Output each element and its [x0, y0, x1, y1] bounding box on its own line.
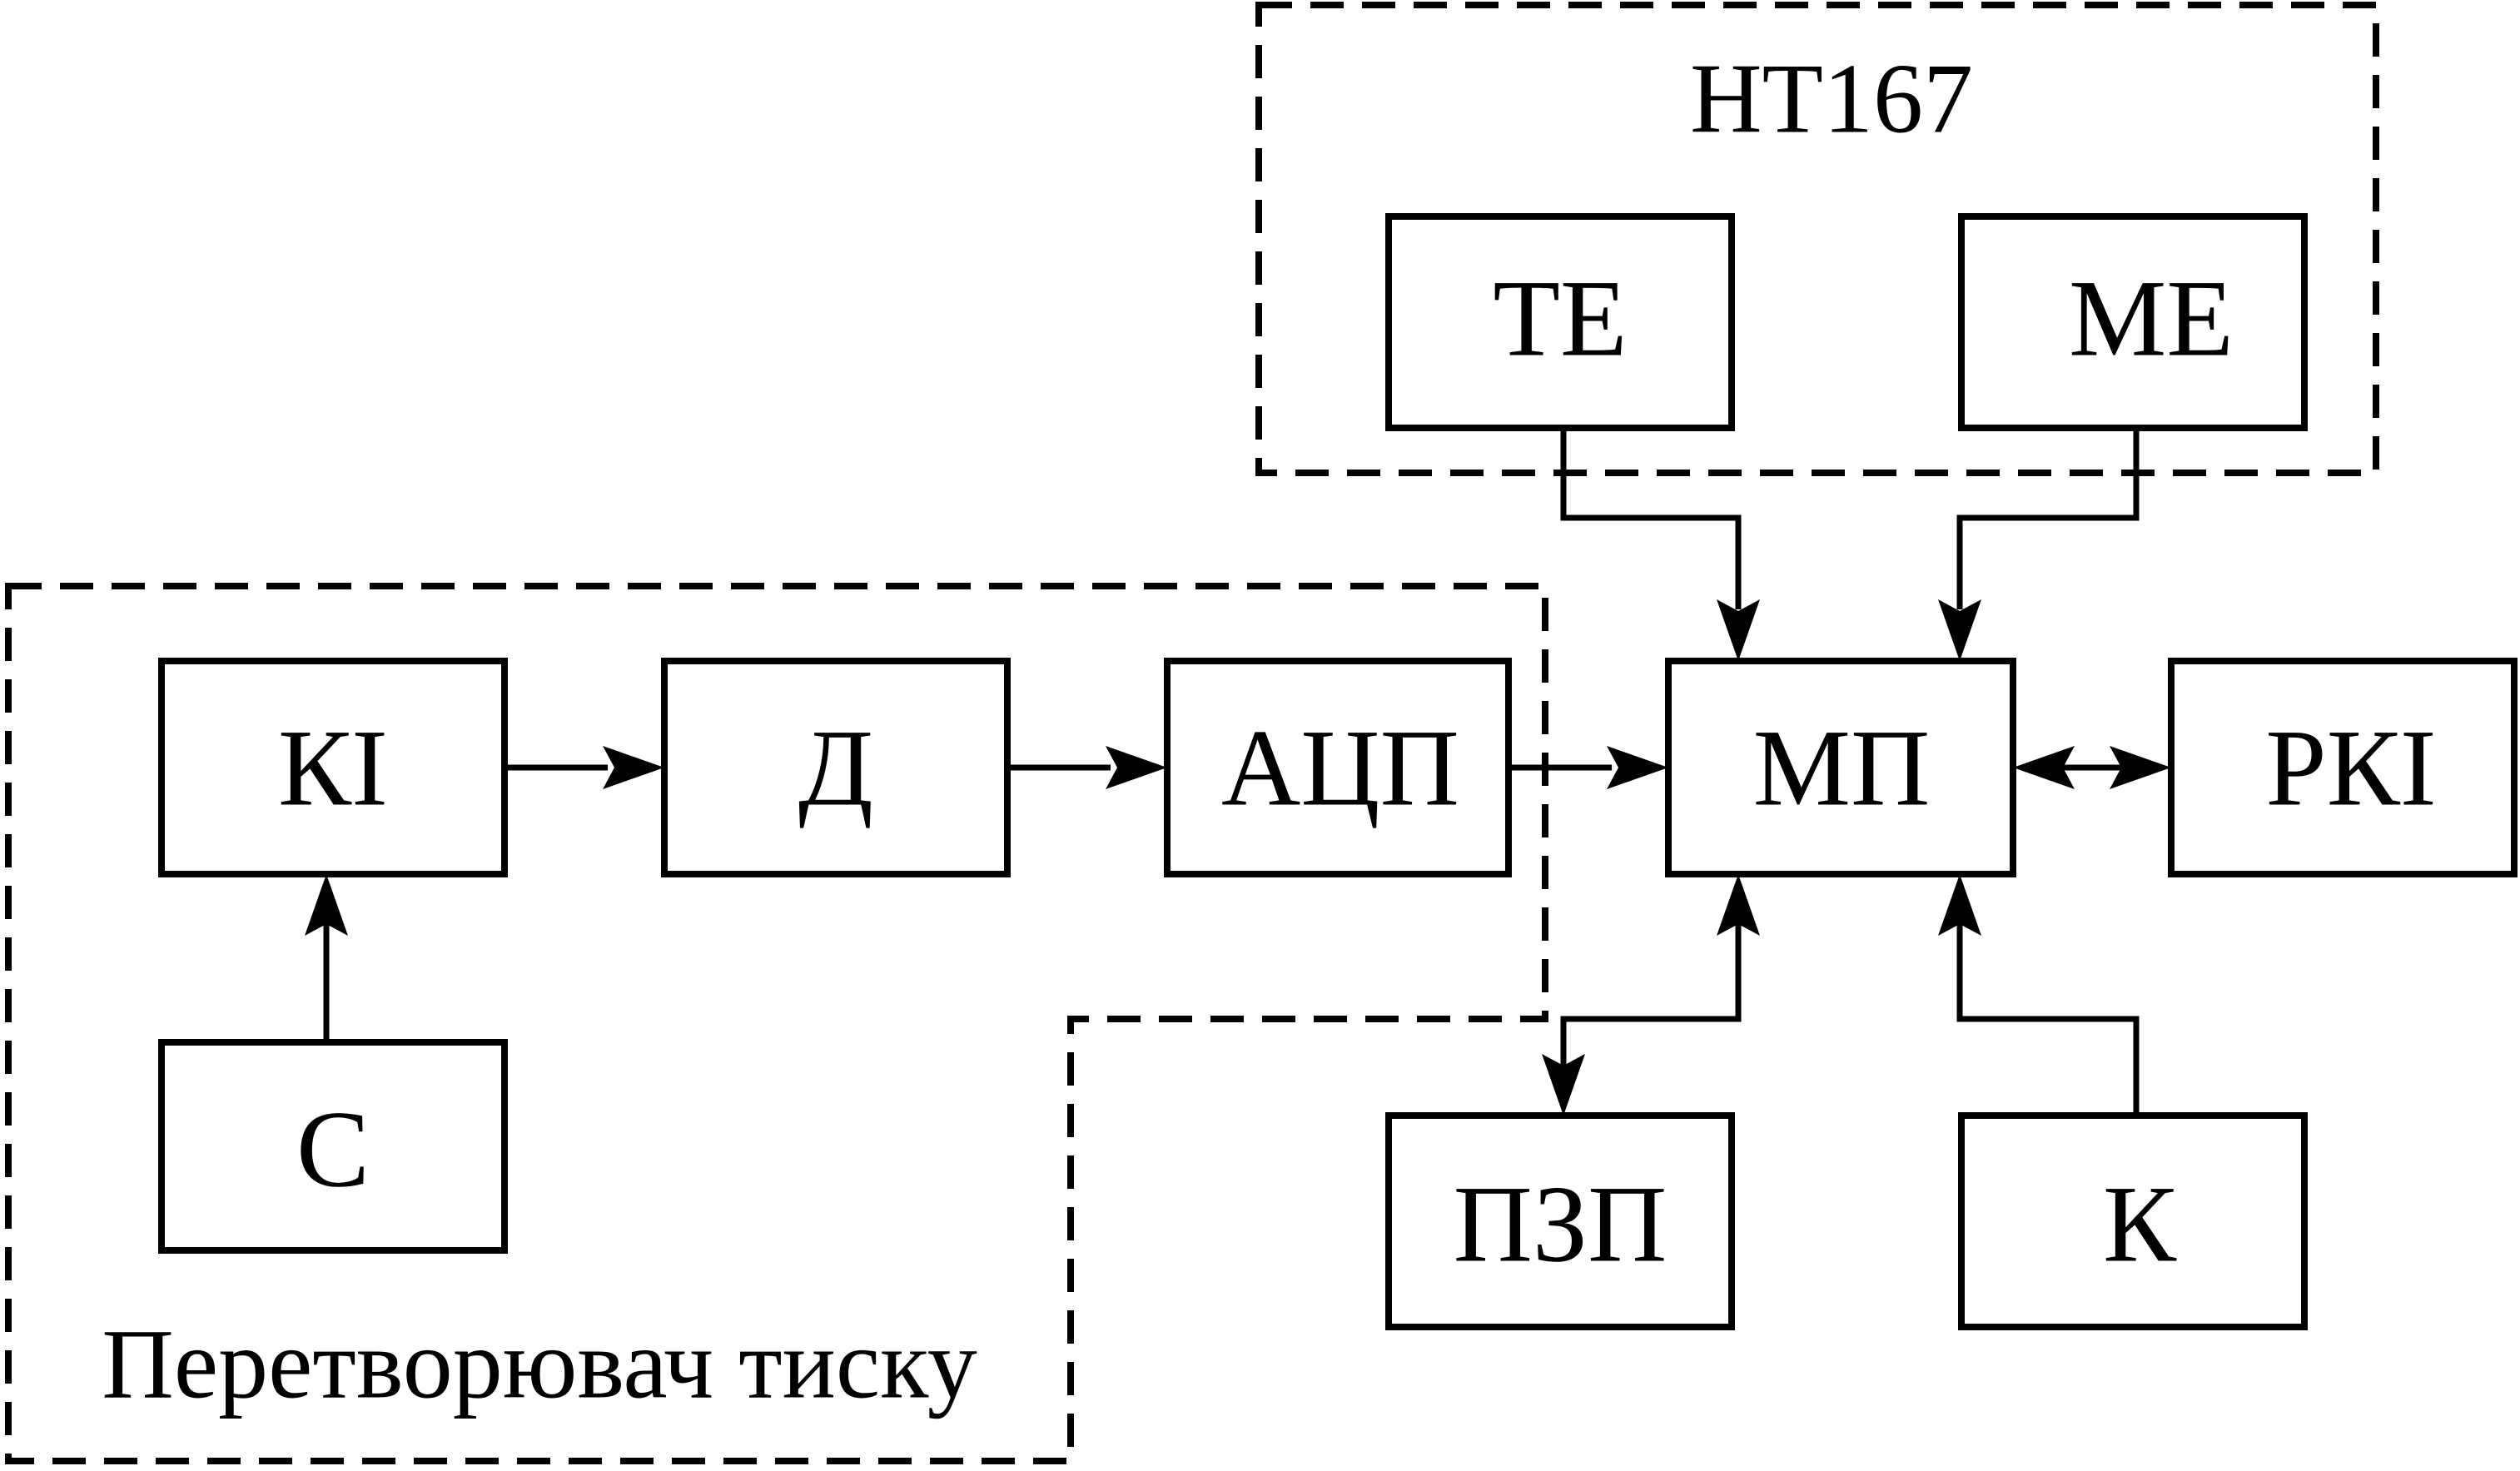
block-k: К [1958, 1112, 2308, 1330]
arrowhead-mp-bottom-left [1717, 874, 1760, 936]
block-k-label: К [2103, 1163, 2177, 1285]
pressure-converter-group-label: Перетворювач тиску [102, 1309, 977, 1419]
arrowhead-pzp [1542, 1054, 1585, 1116]
block-rki: РКІ [2168, 658, 2518, 877]
arrowhead-rki [2110, 746, 2171, 789]
block-mp: МП [1665, 658, 2016, 877]
block-me: МЕ [1958, 213, 2308, 431]
arrowhead-mp-top-right [1938, 599, 1981, 661]
arrowhead-mp-right [2013, 746, 2075, 789]
block-rki-label: РКІ [2265, 707, 2436, 829]
block-s: С [158, 1039, 508, 1254]
block-te: ТЕ [1385, 213, 1735, 431]
block-pzp-label: ПЗП [1454, 1163, 1668, 1285]
wire-mp-pzp [1560, 919, 1742, 1066]
ht167-group-frame [1255, 2, 2379, 476]
block-te-label: ТЕ [1493, 257, 1627, 380]
ht167-group-label: НТ167 [1690, 43, 1973, 154]
block-d-label: Д [798, 707, 873, 829]
wire-me-to-mp [1956, 428, 2140, 609]
wire-k-to-mp [1956, 919, 2140, 1116]
arrowhead-mp-bottom-right [1938, 874, 1981, 936]
wire-te-to-mp [1560, 428, 1742, 609]
block-me-label: МЕ [2069, 257, 2234, 380]
arrowhead-mp-top-left [1717, 599, 1760, 661]
arrowhead-ki [305, 874, 348, 936]
block-d: Д [661, 658, 1011, 877]
block-adc: АЦП [1164, 658, 1512, 877]
arrowhead-d [603, 746, 664, 789]
block-mp-label: МП [1753, 707, 1931, 829]
arrowhead-adc [1106, 746, 1167, 789]
block-s-label: С [296, 1088, 370, 1210]
arrowhead-mp-left [1607, 746, 1668, 789]
block-ki-label: КІ [278, 707, 388, 829]
block-ki: КІ [158, 658, 508, 877]
connections [305, 428, 2171, 1116]
pressure-converter-group-frame [5, 583, 1548, 1464]
block-adc-label: АЦП [1221, 707, 1459, 829]
block-pzp: ПЗП [1385, 1112, 1735, 1330]
